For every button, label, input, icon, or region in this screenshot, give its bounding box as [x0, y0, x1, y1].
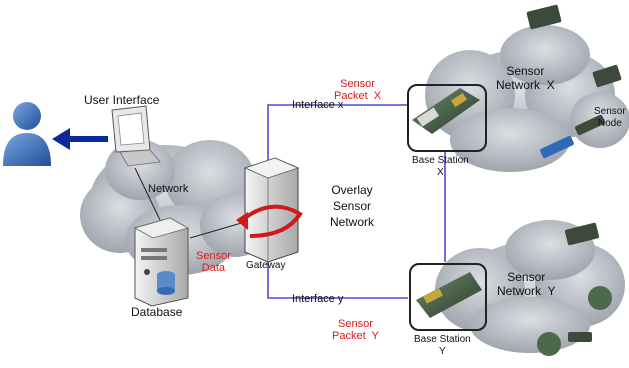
network-label: Network [148, 183, 189, 195]
user-interface-label: User Interface [84, 93, 160, 107]
database-ui-link [134, 167, 161, 221]
sensor-network-x-label: Sensor Network X [496, 64, 555, 92]
link-lines [267, 104, 446, 299]
sensor-network-y-label: Sensor Network Y [497, 270, 556, 298]
sensor-packet-y-label: Sensor Packet Y [332, 318, 379, 342]
user-person-icon [3, 102, 51, 166]
interface-x-label: Interface x [292, 99, 344, 111]
sensor-data-label: Sensor Data [196, 250, 231, 274]
sensor-node-icon [526, 4, 622, 159]
base-station-y-label: Base Station Y [414, 334, 471, 357]
base-station-x-device[interactable] [407, 84, 487, 152]
interface-y-label: Interface y [292, 293, 344, 305]
base-station-y-device[interactable] [409, 263, 487, 331]
gateway-database-link [189, 221, 246, 239]
gateway-server-icon [236, 157, 303, 263]
interface-x-link [267, 104, 408, 162]
sensor-packet-x-label: Sensor Packet X [334, 78, 382, 102]
arrow-to-user-icon [52, 128, 108, 150]
database-label: Database [131, 305, 183, 319]
database-server-icon [133, 217, 190, 307]
overlay-sensor-network-label: Overlay Sensor Network [330, 183, 375, 229]
user-interface-monitor-icon [111, 105, 161, 167]
base-station-x-label: Base Station X [412, 155, 469, 178]
sensor-node-y-icons [537, 222, 612, 356]
gateway-label: Gateway [246, 260, 286, 271]
sensor-node-label: Sensor Node [594, 106, 626, 129]
interface-y-link [267, 252, 408, 299]
